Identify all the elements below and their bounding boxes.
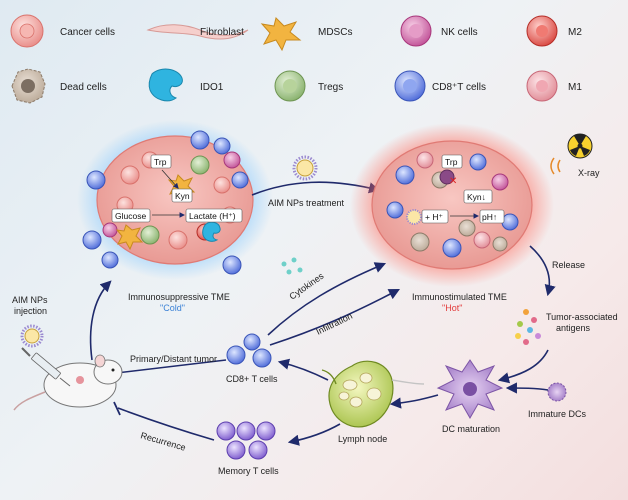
mouse-icon — [13, 354, 123, 411]
lactate-box — [185, 208, 243, 223]
antigens-icon — [515, 309, 541, 345]
mdsc-icon — [260, 17, 302, 52]
ido1-icon — [148, 68, 183, 102]
aim-treatment-label: AIM NPs treatment — [268, 198, 345, 208]
trp-to-kyn-arrow — [161, 169, 179, 189]
m1-icon — [526, 70, 558, 102]
blocked-x-icon: ✕ — [449, 176, 457, 187]
legend-label-nk-cells: NK cells — [441, 27, 478, 38]
xray-wave-icon — [557, 159, 561, 173]
lymph-to-cd8-arrow — [277, 358, 329, 381]
recurrence-label: Recurrence — [139, 430, 186, 452]
cd8-t-cells-label: CD8+ T cells — [226, 374, 278, 384]
nk-cell-icon — [400, 15, 432, 47]
cold-lactate-label: Lactate (H⁺) — [189, 211, 236, 221]
release-label: Release — [552, 260, 585, 270]
legend-label-cd8-t-cells: CD8⁺T cells — [432, 82, 486, 93]
h-plus-box — [421, 209, 449, 224]
antigens-label-line1: Tumor-associated — [546, 312, 618, 322]
m2-icon — [526, 15, 558, 47]
legend: Cancer cells Fibroblast MDSCs NK cells M… — [10, 14, 582, 104]
primary-distant-inhibit-line — [107, 359, 227, 375]
kyn-box — [171, 188, 193, 203]
dc-to-lymph-arrow — [389, 394, 439, 409]
cytokines-arrow — [267, 262, 387, 336]
cold-kyn-label: Kyn — [175, 191, 190, 201]
legend-label-mdscs: MDSCs — [318, 27, 352, 38]
cancer-cell-icon — [10, 14, 44, 48]
dc-maturation-label: DC maturation — [442, 424, 500, 434]
trp-box — [150, 154, 172, 169]
mouse-to-tumor-arrow — [89, 280, 112, 361]
cytokines-label: Cytokines — [287, 270, 326, 301]
syringe-icon — [21, 347, 71, 387]
cytokines-icon — [281, 257, 303, 275]
lymph-node-icon — [321, 360, 425, 428]
antigen-to-dc-arrow — [497, 349, 549, 384]
legend-label-dead-cells: Dead cells — [60, 82, 107, 93]
xray-label: X-ray — [578, 168, 600, 178]
lymph-node-label: Lymph node — [338, 434, 387, 444]
injection-label-line1: AIM NPs — [12, 295, 48, 305]
legend-label-m2: M2 — [568, 27, 582, 38]
hot-trp-box — [441, 154, 463, 169]
immature-dcs-label: Immature DCs — [528, 409, 587, 419]
cold-trp-label: Trp — [154, 157, 167, 167]
infiltration-label: Infiltration — [314, 311, 353, 337]
treg-icon — [274, 70, 306, 102]
fibroblast-icon — [146, 24, 249, 40]
dead-cell-icon — [11, 68, 46, 104]
legend-label-tregs: Tregs — [318, 82, 343, 93]
cd8-t-cell-cluster — [226, 333, 272, 368]
legend-label-ido1: IDO1 — [200, 82, 224, 93]
immature-to-dc-arrow — [505, 382, 549, 394]
memory-t-cells-label: Memory T cells — [218, 466, 279, 476]
np-icon-small — [406, 209, 422, 225]
memory-t-cell-cluster — [216, 421, 276, 460]
legend-label-fibroblast: Fibroblast — [200, 27, 244, 38]
ph-box — [479, 209, 505, 224]
dendritic-cell-icon — [436, 359, 504, 420]
legend-label-cancer-cells: Cancer cells — [60, 27, 115, 38]
hot-tme-state: "Hot" — [442, 303, 462, 313]
hot-kyn-box — [463, 189, 493, 204]
injection-label-line2: injection — [14, 306, 47, 316]
lymph-to-memory-arrow — [287, 423, 341, 446]
hot-ph-label: pH↑ — [482, 212, 497, 222]
recurrence-inhibit-line — [117, 407, 215, 441]
hot-tme-title: Immunostimulated TME — [412, 292, 507, 302]
glucose-box — [111, 208, 151, 223]
legend-label-m1: M1 — [568, 82, 582, 93]
aim-np-icon — [292, 155, 318, 181]
hot-h-plus-label: + H⁺ — [425, 212, 443, 222]
primary-distant-label: Primary/Distant tumor — [130, 354, 217, 364]
infiltration-arrow — [269, 288, 400, 346]
release-arrow — [529, 245, 556, 297]
cd8-t-cell-icon — [394, 70, 426, 102]
aim-np-injection-icon — [20, 324, 44, 348]
cold-periphery-t-cells — [82, 130, 249, 275]
immature-dc-icon — [547, 382, 567, 402]
hot-kyn-label: Kyn↓ — [467, 192, 486, 202]
hot-tumor: Trp ✕ Kyn↓ + H⁺ pH↑ — [350, 123, 554, 287]
cold-tme-title: Immunosuppressive TME — [128, 292, 230, 302]
hot-trp-label: Trp — [445, 157, 458, 167]
radiation-icon — [567, 133, 593, 159]
cold-tme-state: "Cold" — [160, 303, 185, 313]
cold-glucose-label: Glucose — [115, 211, 146, 221]
antigens-label-line2: antigens — [556, 323, 591, 333]
